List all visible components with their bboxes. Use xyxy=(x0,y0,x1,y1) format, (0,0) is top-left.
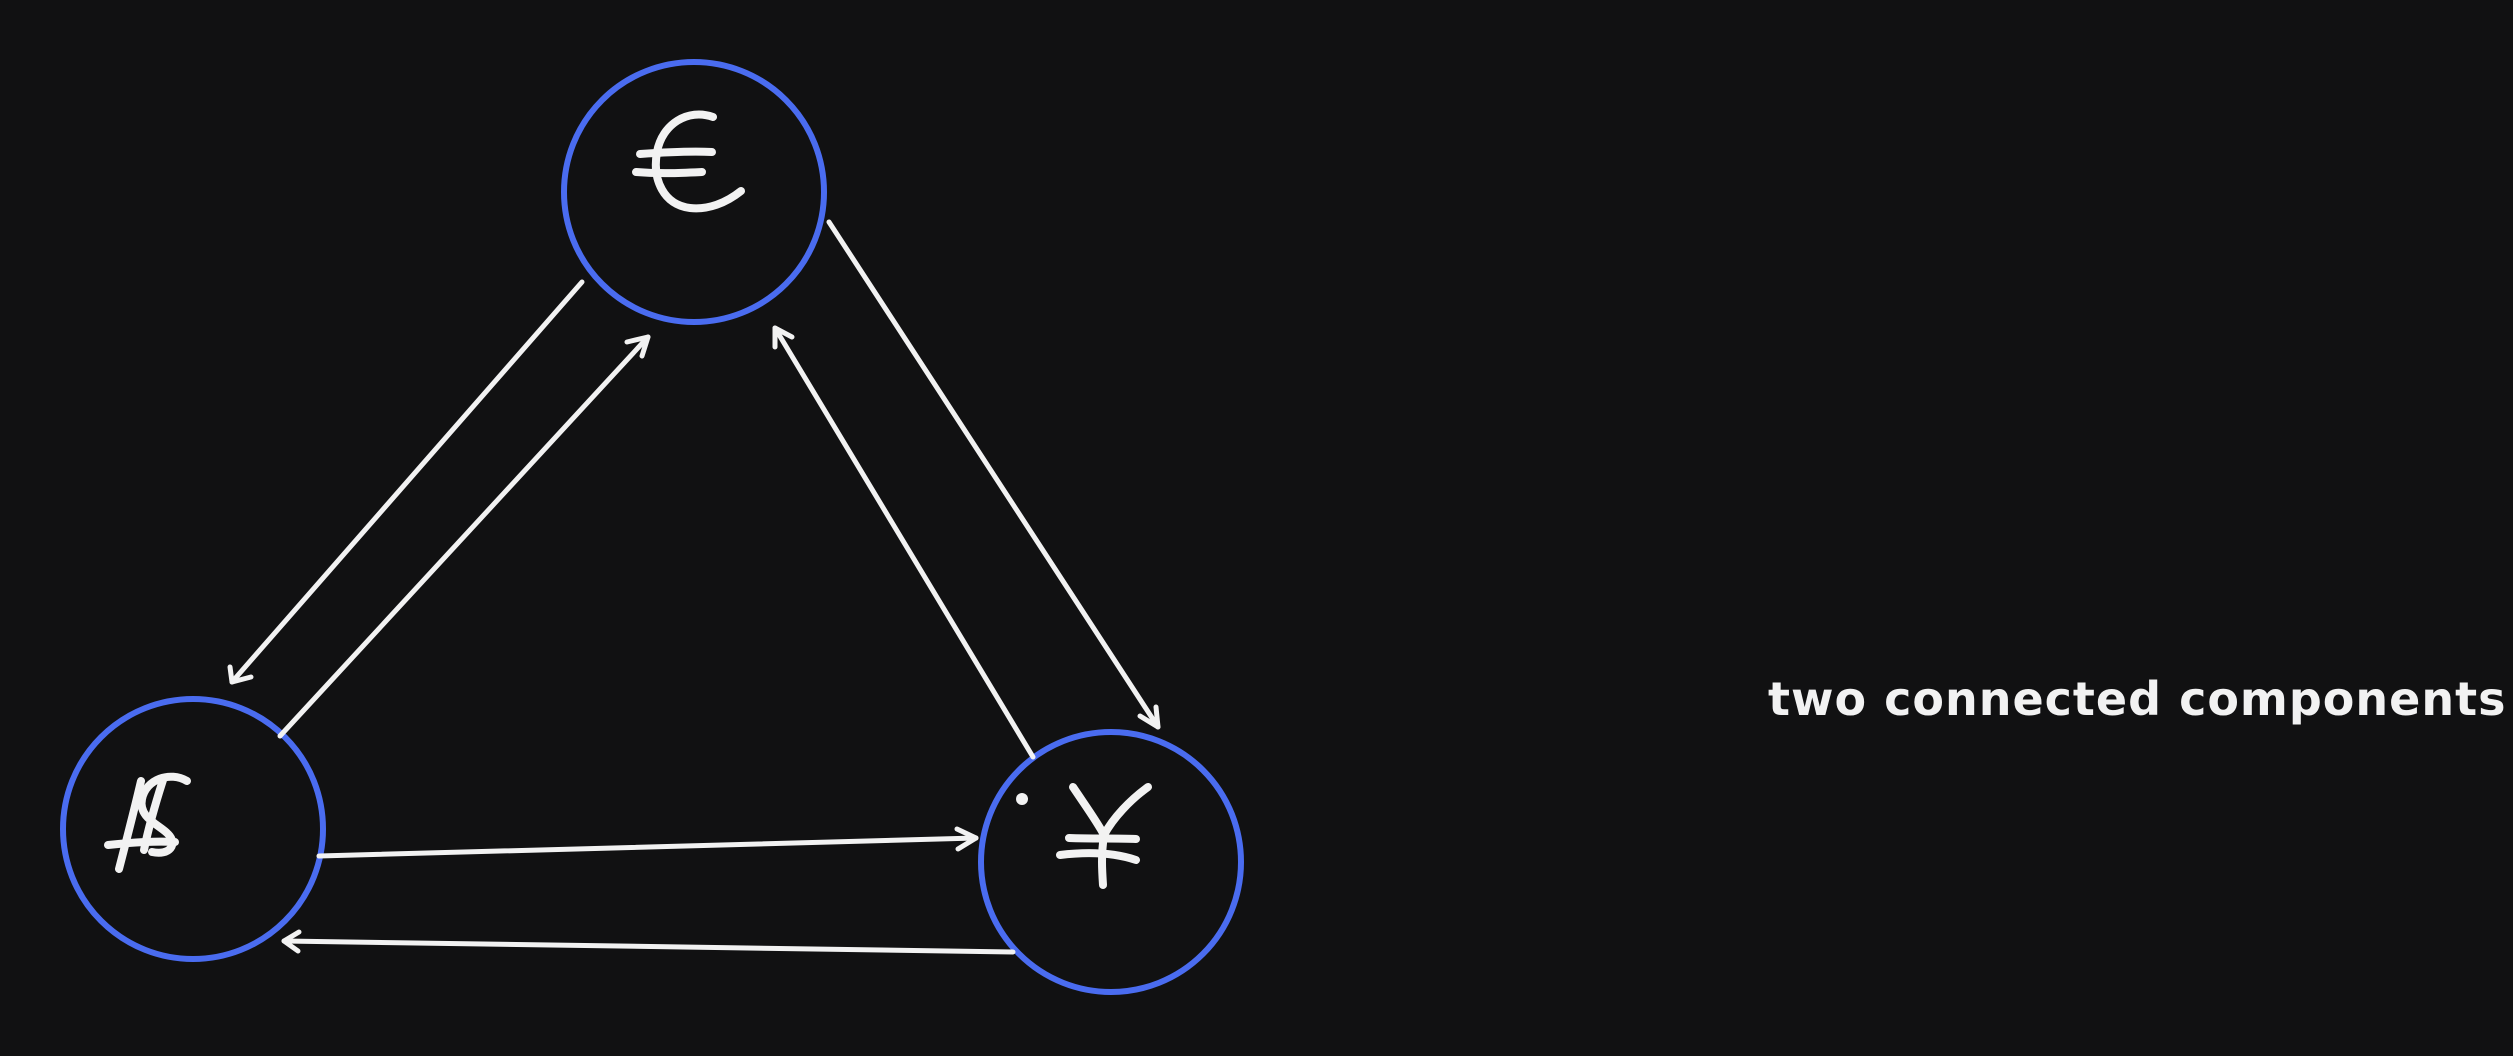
node-euro xyxy=(561,59,827,325)
edge-dollar-to-yen xyxy=(316,826,979,859)
dollar-sign-icon xyxy=(104,772,191,873)
euro-sign-icon xyxy=(632,110,745,213)
yen-dot xyxy=(1016,793,1028,805)
edge-euro-to-yen xyxy=(826,219,1161,730)
edge-yen-to-dollar xyxy=(281,929,1016,955)
node-dollar xyxy=(60,696,326,962)
edge-dollar-to-euro xyxy=(277,334,651,739)
node-yen xyxy=(978,729,1244,995)
edge-euro-to-dollar xyxy=(227,279,585,685)
edge-yen-to-euro xyxy=(772,325,1036,760)
caption-text: two connected components xyxy=(1768,672,2507,726)
yen-sign-icon xyxy=(1016,783,1152,889)
